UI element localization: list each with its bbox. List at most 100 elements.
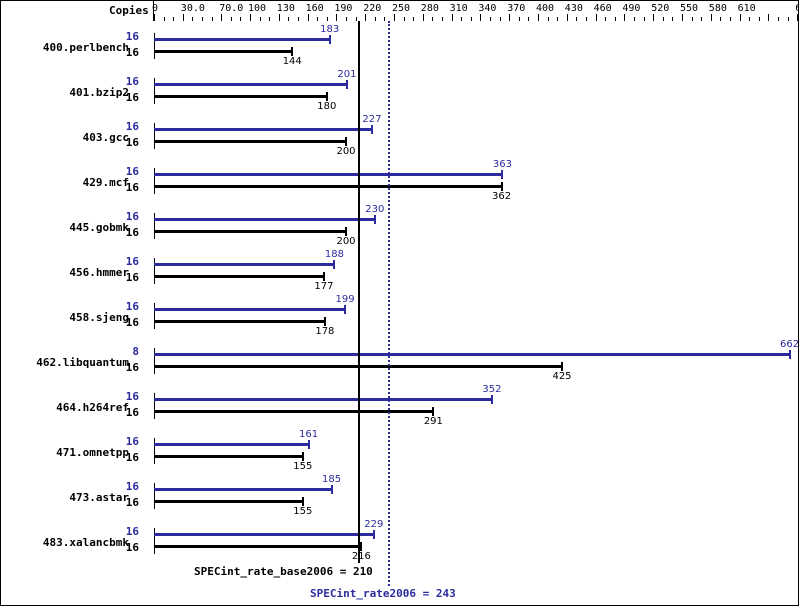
peak-value: 188 [324,249,345,260]
base-copies: 16 [125,271,139,284]
x-tick [547,17,549,21]
peak-copies: 16 [125,435,139,448]
peak-bar [154,443,309,446]
copies-header: Copies [109,4,149,17]
x-tick-label: 250 [392,3,411,14]
base-copies: 16 [125,91,139,104]
base-bar-end [500,182,503,191]
x-tick [269,17,271,21]
x-tick [768,14,770,21]
benchmark-label: 456.hmmer [69,266,129,279]
base-summary-label: SPECint_rate_base2006 = 210 [194,565,373,578]
peak-value: 227 [362,114,382,125]
x-tick-label: 100 [248,3,267,14]
x-tick-label: 130 [276,3,295,14]
x-tick [662,17,664,21]
x-tick [326,17,328,21]
x-tick-label: 430 [564,3,583,14]
base-bar-end [323,317,326,326]
x-tick [480,14,482,21]
base-value: 425 [552,371,572,382]
peak-copies: 16 [125,210,139,223]
peak-value: 230 [365,204,385,215]
base-value: 177 [314,281,334,292]
base-bar [154,320,325,323]
base-bar [154,50,293,53]
x-tick [413,17,415,21]
base-bar [154,185,502,188]
x-tick [595,14,597,21]
base-value: 200 [336,146,356,157]
benchmark-label: 400.perlbench [42,41,129,54]
x-tick [586,17,587,21]
peak-bar [154,38,330,41]
base-bar-end [301,497,304,506]
x-tick [643,17,645,21]
x-tick [250,14,251,21]
base-bar [154,95,327,98]
base-value: 200 [336,236,356,247]
x-tick [374,17,376,21]
x-tick [278,14,280,21]
peak-bar-end [490,395,493,404]
peak-copies: 16 [125,300,139,313]
x-tick [749,17,751,21]
base-bar-end [432,407,435,416]
base-value: 178 [315,326,335,337]
x-tick [691,17,693,21]
x-tick [394,14,395,21]
axis-separator [153,1,154,21]
base-value: 180 [317,101,337,112]
base-copies: 16 [125,406,139,419]
x-tick-label: 610 [737,3,756,14]
benchmark-label: 464.h264ref [56,401,129,414]
x-tick [730,17,731,21]
base-copies: 16 [125,181,139,194]
x-tick [499,17,501,21]
base-copies: 16 [125,361,139,374]
x-tick [192,17,194,21]
base-copies: 16 [125,316,139,329]
peak-bar-end [330,485,333,494]
peak-bar [154,488,332,491]
peak-copies: 16 [125,525,139,538]
x-tick [384,17,386,21]
peak-bar [154,398,492,401]
benchmark-label: 458.sjeng [69,311,129,324]
x-tick [682,14,683,21]
base-value: 291 [423,416,443,427]
peak-bar [154,533,374,536]
x-tick-label: 580 [708,3,727,14]
base-bar [154,275,324,278]
peak-bar [154,353,790,356]
peak-copies: 16 [125,120,139,133]
benchmark-label: 471.omnetpp [56,446,129,459]
x-tick [566,14,568,21]
x-tick-label: 340 [478,3,497,14]
base-value: 362 [491,191,512,202]
peak-value: 352 [482,384,502,395]
x-tick [672,17,674,21]
base-value: 144 [282,56,302,67]
base-bar-end [345,227,347,236]
base-copies: 16 [125,46,139,59]
peak-copies: 16 [125,75,139,88]
base-bar [154,140,346,143]
peak-bar-end [501,170,504,179]
x-tick [346,17,347,21]
base-copies: 16 [125,136,139,149]
benchmark-label: 462.libquantum [36,356,129,369]
x-tick-label: 400 [536,3,555,14]
peak-bar-end [307,440,310,449]
peak-bar-end [373,215,376,224]
x-tick [797,14,798,21]
benchmark-label: 401.bzip2 [69,86,129,99]
x-tick [634,17,635,21]
base-bar-end [322,272,325,281]
peak-copies: 16 [125,255,139,268]
x-tick [163,17,165,21]
x-tick [470,17,472,21]
peak-bar [154,263,335,266]
x-tick [298,17,299,21]
